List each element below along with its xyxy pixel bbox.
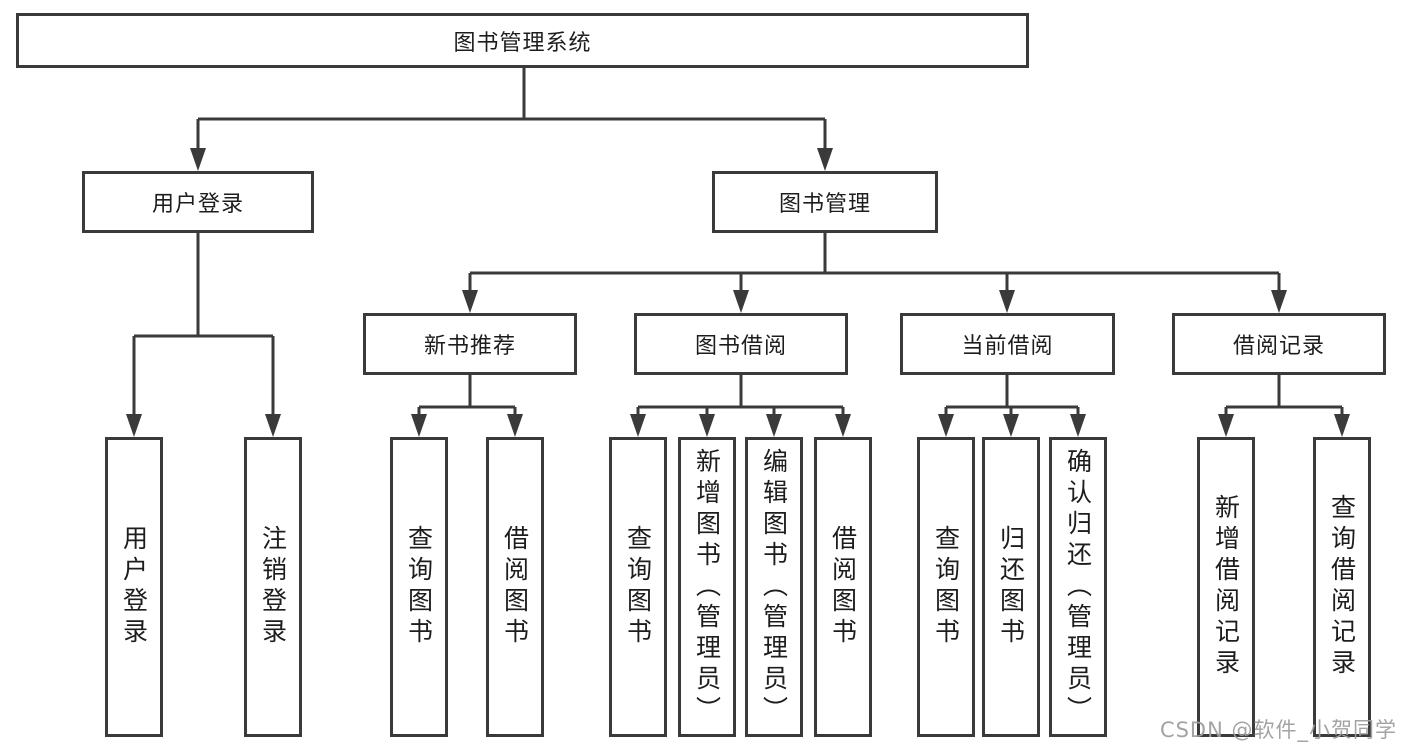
leaf-borrow-books-recommend: 借阅图书 xyxy=(486,437,544,737)
node-book-borrow: 图书借阅 xyxy=(634,313,848,375)
node-user-login: 用户登录 xyxy=(82,171,314,233)
leaf-query-books-recommend: 查询图书 xyxy=(390,437,448,737)
leaf-add-borrow-record: 新增借阅记录 xyxy=(1197,437,1255,737)
csdn-watermark: CSDN @软件_小贺同学 xyxy=(1159,718,1397,742)
leaf-user-login: 用户登录 xyxy=(105,437,163,737)
leaf-confirm-return-admin: 确认归还（管理员） xyxy=(1049,437,1107,737)
leaf-logout: 注销登录 xyxy=(244,437,302,737)
node-root: 图书管理系统 xyxy=(16,13,1029,68)
node-new-book-recommend: 新书推荐 xyxy=(363,313,577,375)
leaf-return-book: 归还图书 xyxy=(982,437,1040,737)
leaf-borrow-books: 借阅图书 xyxy=(814,437,872,737)
node-current-borrow: 当前借阅 xyxy=(900,313,1115,375)
node-borrow-records: 借阅记录 xyxy=(1172,313,1386,375)
leaf-add-book-admin: 新增图书（管理员） xyxy=(678,437,736,737)
leaf-edit-book-admin: 编辑图书（管理员） xyxy=(745,437,803,737)
leaf-query-borrow-record: 查询借阅记录 xyxy=(1313,437,1371,737)
node-book-management: 图书管理 xyxy=(712,171,938,233)
leaf-query-books-borrow: 查询图书 xyxy=(609,437,667,737)
leaf-query-books-current: 查询图书 xyxy=(917,437,975,737)
